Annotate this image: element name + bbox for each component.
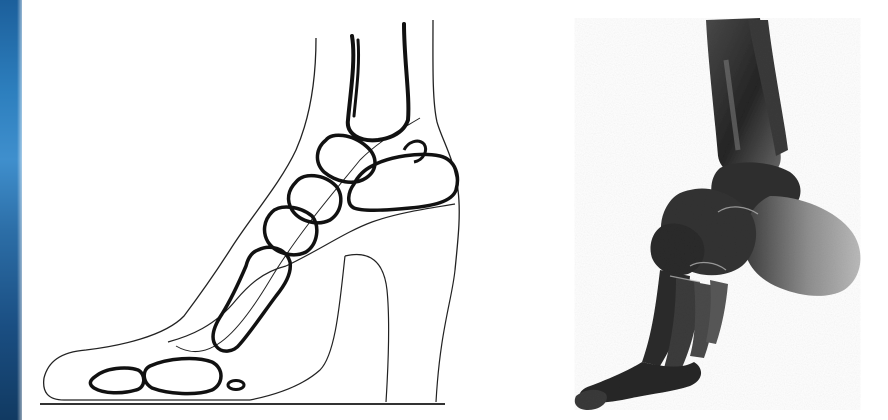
shoe-heel-block bbox=[345, 254, 389, 402]
foot-xray bbox=[575, 18, 861, 410]
proximal-phalanx-bone bbox=[144, 359, 221, 394]
leg-front-outline bbox=[44, 38, 316, 400]
ankle-inner-line bbox=[176, 118, 420, 352]
calcaneus-bone bbox=[349, 154, 458, 210]
xray-toe-tip bbox=[575, 390, 607, 410]
shoe-sole-line bbox=[250, 256, 345, 400]
leg-back-outline bbox=[433, 20, 459, 270]
xray-calcaneus bbox=[744, 196, 861, 296]
calcaneus-top-bump bbox=[404, 141, 426, 162]
talus-bone bbox=[317, 135, 375, 182]
shoe-drawing bbox=[40, 20, 459, 404]
distal-phalanx-bone bbox=[90, 368, 143, 393]
metatarsal-bone bbox=[213, 247, 290, 351]
sesamoid-bone bbox=[228, 381, 244, 390]
shoe-heel-back bbox=[436, 270, 455, 402]
